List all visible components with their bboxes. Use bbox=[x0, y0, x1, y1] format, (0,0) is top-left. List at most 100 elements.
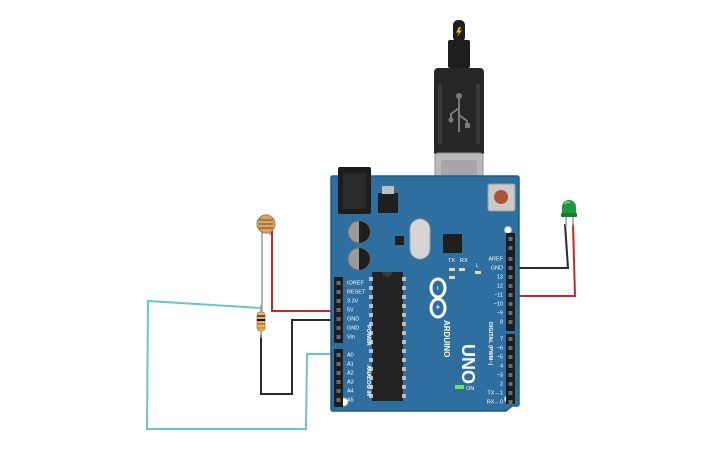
analog-pin[interactable] bbox=[336, 353, 341, 357]
chip-pin bbox=[402, 304, 406, 308]
digital-pin[interactable] bbox=[508, 391, 513, 395]
chip-pin bbox=[402, 394, 406, 398]
digital-pin[interactable] bbox=[508, 275, 513, 279]
digital-pin[interactable] bbox=[508, 246, 513, 250]
wires bbox=[145, 223, 577, 430]
power-header-title: POWER bbox=[365, 325, 371, 346]
chip-pin bbox=[402, 322, 406, 326]
digital-pin-label: 12 bbox=[497, 284, 503, 290]
chip-pin bbox=[369, 376, 373, 380]
usb-cable-icon[interactable] bbox=[434, 20, 484, 210]
digital-pin[interactable] bbox=[508, 364, 513, 368]
analog-pin[interactable] bbox=[336, 362, 341, 366]
chip-pin bbox=[369, 322, 373, 326]
digital-pin-label: ~5 bbox=[497, 355, 503, 361]
photoresistor-icon[interactable] bbox=[256, 214, 276, 318]
power-pin[interactable] bbox=[336, 335, 341, 339]
analog-pin[interactable] bbox=[336, 389, 341, 393]
arduino-logo: − + bbox=[429, 277, 447, 319]
chip-pin bbox=[402, 340, 406, 344]
wire-red-led-pin11[interactable] bbox=[510, 223, 577, 297]
power-jack bbox=[338, 167, 371, 214]
svg-text:−: − bbox=[434, 286, 441, 290]
usb-controller-chip bbox=[443, 234, 462, 253]
power-pin-label: GND bbox=[347, 326, 359, 332]
wire-black-gnd[interactable] bbox=[260, 319, 340, 395]
digital-pin-label: ~11 bbox=[494, 293, 503, 299]
capacitors bbox=[347, 220, 371, 271]
analog-pin-label: A1 bbox=[347, 362, 354, 368]
analog-pin-label: A5 bbox=[347, 398, 354, 404]
on-label: ON bbox=[466, 386, 474, 392]
power-pin[interactable] bbox=[336, 290, 341, 294]
chip-pin bbox=[369, 367, 373, 371]
digital-pin[interactable] bbox=[508, 320, 513, 324]
wire-black-led-gnd[interactable] bbox=[510, 223, 570, 269]
analog-pin[interactable] bbox=[336, 371, 341, 375]
chip-pin bbox=[369, 349, 373, 353]
digital-pin[interactable] bbox=[508, 382, 513, 386]
power-pin[interactable] bbox=[336, 299, 341, 303]
digital-pin[interactable] bbox=[508, 257, 513, 261]
wire-teal-a0[interactable] bbox=[145, 299, 340, 430]
power-pin[interactable] bbox=[336, 326, 341, 330]
digital-pin[interactable] bbox=[508, 337, 513, 341]
analog-header bbox=[334, 349, 343, 407]
reset-button[interactable] bbox=[487, 183, 516, 212]
analog-pin-label: A0 bbox=[347, 353, 354, 359]
digital-pin-label: 2 bbox=[500, 382, 503, 388]
digital-header-bottom bbox=[506, 334, 515, 404]
power-pin-label: IOREF bbox=[347, 281, 364, 287]
digital-pin[interactable] bbox=[508, 237, 513, 241]
led-icon[interactable] bbox=[561, 200, 577, 226]
chip-pin bbox=[369, 295, 373, 299]
chip-pin bbox=[402, 358, 406, 362]
digital-pin[interactable] bbox=[508, 355, 513, 359]
digital-pin[interactable] bbox=[508, 293, 513, 297]
chip-pin bbox=[369, 358, 373, 362]
analog-pin-label: A3 bbox=[347, 380, 354, 386]
chip-pin bbox=[369, 340, 373, 344]
voltage-regulator bbox=[378, 193, 398, 213]
model-label: UNO bbox=[458, 344, 478, 384]
digital-pin[interactable] bbox=[508, 284, 513, 288]
power-pin[interactable] bbox=[336, 317, 341, 321]
chip-pin bbox=[369, 304, 373, 308]
led-tx-label: TX bbox=[448, 258, 455, 264]
analog-pin[interactable] bbox=[336, 398, 341, 402]
analog-pin-label: A2 bbox=[347, 371, 354, 377]
digital-header-top bbox=[506, 233, 515, 331]
digital-pin[interactable] bbox=[508, 302, 513, 306]
chip-pin bbox=[402, 367, 406, 371]
digital-header-title: DIGITAL (PWM~) bbox=[487, 322, 493, 366]
digital-pin[interactable] bbox=[508, 266, 513, 270]
chip-pin bbox=[369, 385, 373, 389]
power-pin[interactable] bbox=[336, 308, 341, 312]
chip-pin bbox=[369, 286, 373, 290]
digital-pin-label: ~10 bbox=[494, 302, 503, 308]
digital-pin-label: TX→1 bbox=[487, 391, 503, 397]
led-rx-label: RX bbox=[460, 258, 468, 264]
digital-pin[interactable] bbox=[508, 400, 513, 404]
chip-pin bbox=[402, 376, 406, 380]
power-pin[interactable] bbox=[336, 281, 341, 285]
resistor-icon[interactable] bbox=[256, 305, 266, 338]
status-leds: TX RX L bbox=[448, 258, 481, 279]
chip-pin bbox=[402, 385, 406, 389]
power-pin-label: Vin bbox=[347, 335, 355, 341]
digital-pin-label: ~3 bbox=[497, 373, 503, 379]
led-l-label: L bbox=[476, 263, 479, 269]
digital-pin[interactable] bbox=[508, 373, 513, 377]
chip-pin bbox=[369, 313, 373, 317]
wire-red-5v[interactable] bbox=[271, 228, 340, 312]
power-pin-label: 5V bbox=[347, 308, 354, 314]
chip-pin bbox=[369, 331, 373, 335]
digital-pin[interactable] bbox=[508, 311, 513, 315]
svg-text:+: + bbox=[434, 305, 441, 309]
arduino-uno-board[interactable]: TX RX L ON − + ARDUINO UNO POWER bbox=[330, 167, 520, 412]
analog-pin[interactable] bbox=[336, 380, 341, 384]
chip-pin bbox=[402, 286, 406, 290]
digital-pin-label: AREF bbox=[488, 257, 503, 263]
digital-pin[interactable] bbox=[508, 346, 513, 350]
